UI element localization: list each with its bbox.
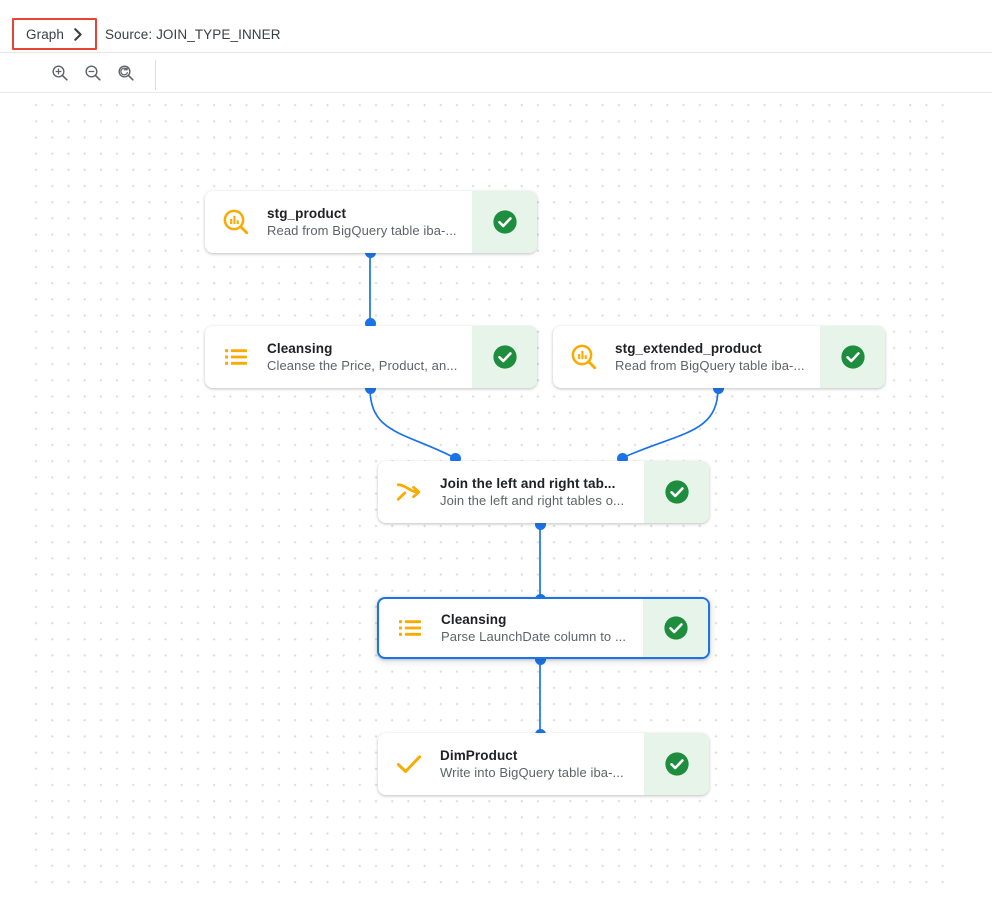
check-circle-icon [492,345,517,369]
node-cleansing-1[interactable]: Cleansing Cleanse the Price, Product, an… [205,326,537,388]
edge-stg-extended-to-join [621,387,719,459]
node-title: Cleansing [267,340,333,356]
source-label: Source: JOIN_TYPE_INNER [105,27,281,42]
node-cleansing-2[interactable]: Cleansing Parse LaunchDate column to ... [377,597,710,659]
port-join-in-left[interactable] [449,452,461,464]
breadcrumb-label: Graph [26,26,65,42]
toolbar-divider [155,60,156,90]
port-cleansing1-out[interactable] [364,382,376,394]
zoom-reset-icon[interactable] [114,61,138,85]
status-badge [644,733,709,795]
header-bar: Graph Source: JOIN_TYPE_INNER [0,0,992,53]
node-title: DimProduct [440,747,518,763]
edge-cleansing-to-join [369,387,456,459]
node-text: Cleansing Parse LaunchDate column to ... [441,599,643,657]
port-cleansing2-out[interactable] [534,653,546,665]
graph-canvas[interactable]: stg_product Read from BigQuery table iba… [25,94,950,890]
node-text: stg_product Read from BigQuery table iba… [267,191,472,253]
node-title: stg_product [267,205,347,221]
node-text: DimProduct Write into BigQuery table iba… [440,733,644,795]
node-subtitle: Read from BigQuery table iba-... [267,222,457,238]
list-icon [205,326,267,388]
status-badge [472,326,537,388]
join-merge-icon [378,461,440,523]
check-circle-icon [664,752,689,776]
breadcrumb-graph[interactable]: Graph [12,18,98,50]
graph-toolbar [0,53,992,93]
node-join[interactable]: Join the left and right tab... Join the … [378,461,709,523]
check-sink-icon [378,733,440,795]
bigquery-source-icon [553,326,615,388]
node-text: Cleansing Cleanse the Price, Product, an… [267,326,472,388]
status-badge [472,191,537,253]
node-subtitle: Write into BigQuery table iba-... [440,764,624,780]
chevron-right-icon [73,27,84,41]
zoom-out-icon[interactable] [81,61,105,85]
zoom-in-icon[interactable] [48,61,72,85]
port-join-in-right[interactable] [616,452,628,464]
node-stg-extended-product[interactable]: stg_extended_product Read from BigQuery … [553,326,885,388]
node-title: Join the left and right tab... [440,475,616,491]
check-circle-icon [840,345,865,369]
node-stg-product[interactable]: stg_product Read from BigQuery table iba… [205,191,537,253]
node-text: Join the left and right tab... Join the … [440,461,644,523]
check-circle-icon [664,480,689,504]
status-badge [643,599,708,657]
status-badge [820,326,885,388]
check-circle-icon [492,210,517,234]
check-circle-icon [663,616,688,640]
node-text: stg_extended_product Read from BigQuery … [615,326,820,388]
node-subtitle: Read from BigQuery table iba-... [615,357,805,373]
port-cleansing1-in[interactable] [364,317,376,329]
node-subtitle: Join the left and right tables o... [440,492,625,508]
status-badge [644,461,709,523]
node-dim-product[interactable]: DimProduct Write into BigQuery table iba… [378,733,709,795]
toolbar-bottom-divider [0,92,992,93]
bigquery-source-icon [205,191,267,253]
list-icon [379,599,441,657]
node-title: Cleansing [441,611,507,627]
node-subtitle: Cleanse the Price, Product, an... [267,357,458,373]
port-join-out[interactable] [534,518,546,530]
node-title: stg_extended_product [615,340,762,356]
node-subtitle: Parse LaunchDate column to ... [441,628,627,644]
port-stg-extended-out[interactable] [712,382,724,394]
